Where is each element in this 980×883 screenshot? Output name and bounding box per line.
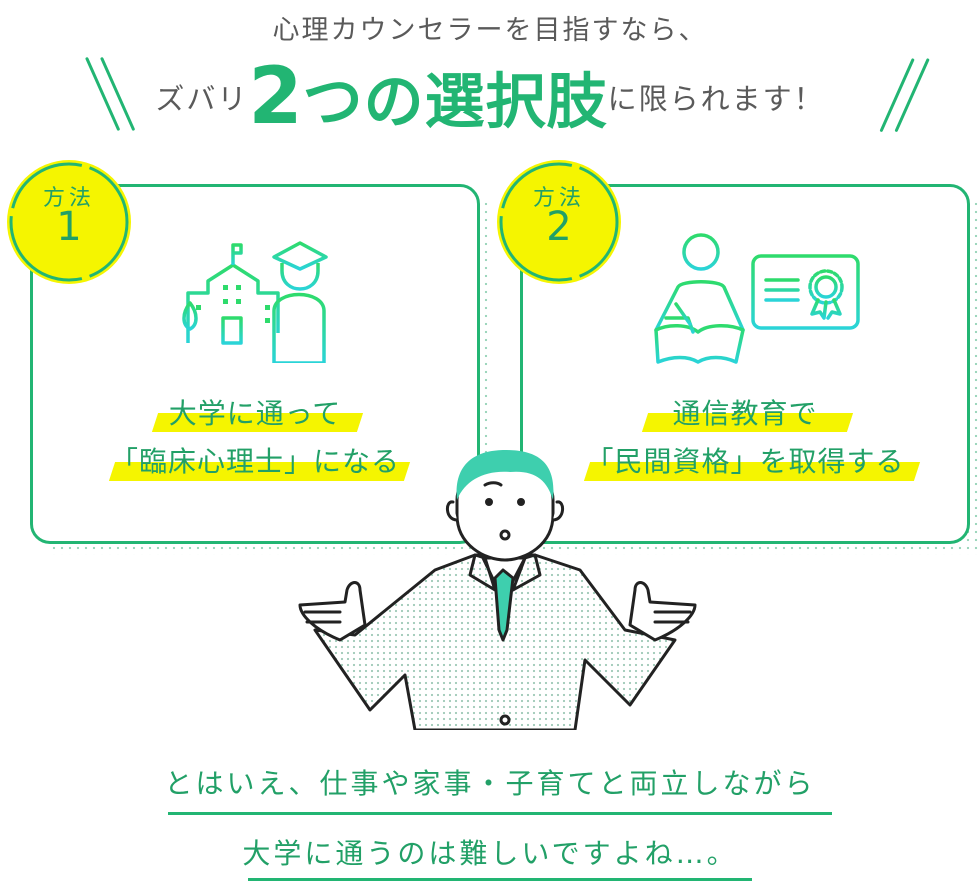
footer-line1: とはいえ、仕事や家事・子育てと両立しながら (164, 767, 816, 800)
method-2-badge: 方法 2 (497, 160, 621, 284)
badge-number: 2 (546, 204, 572, 250)
badge-label: 方法 (532, 186, 585, 211)
badge-label: 方法 (42, 186, 95, 211)
method-1-line2: 「臨床心理士」になる (109, 445, 400, 478)
headline-suffix: に限られます！ (607, 82, 825, 116)
footer-line2: 大学に通うのは難しいですよね…。 (242, 837, 738, 870)
businessman-illustration (285, 440, 715, 732)
method-2-icon (648, 232, 863, 367)
badge-ring-icon (9, 162, 129, 282)
method-1-badge: 方法 1 (7, 160, 131, 284)
headline-main: ズバリ2つの選択肢に限られます！ (0, 52, 980, 142)
headline-line1: 心理カウンセラーを目指すなら、 (272, 15, 708, 46)
method-2-line2: 「民間資格」を取得する (585, 445, 905, 478)
headline-number: 2 (248, 52, 303, 142)
badge-number: 1 (56, 204, 82, 250)
headline-prefix: ズバリ (155, 82, 249, 116)
footer-underline-2 (248, 878, 752, 881)
footer-underline-1 (168, 812, 832, 815)
method-1-icon (178, 233, 338, 365)
method-1-line1: 大学に通って (168, 397, 342, 430)
method-2-line1: 通信教育で (672, 397, 818, 430)
headline-emphasis: つの選択肢 (302, 67, 608, 138)
badge-ring-icon (499, 162, 619, 282)
